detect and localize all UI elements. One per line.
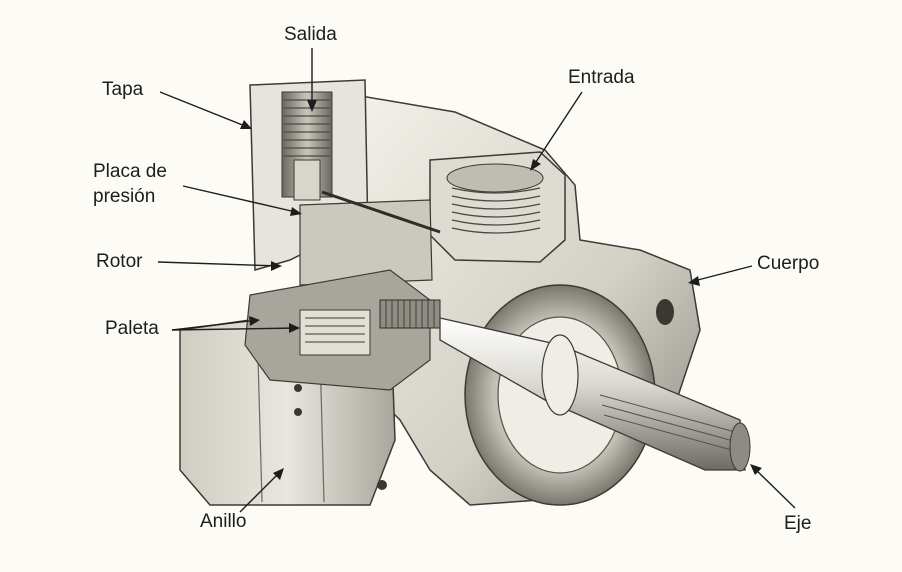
label-inlet: Entrada — [568, 67, 635, 88]
label-outlet: Salida — [284, 24, 337, 45]
leader-paleta-1 — [171, 319, 259, 331]
leader-cuerpo — [689, 265, 753, 283]
label-shaft: Eje — [784, 513, 812, 534]
inlet-port — [429, 151, 566, 263]
label-rotor: Rotor — [96, 251, 143, 272]
drive-shaft — [439, 317, 751, 472]
leader-rotor — [157, 261, 281, 267]
pressure-plate — [299, 190, 441, 286]
leader-paleta-2 — [171, 327, 299, 331]
leader-tapa — [159, 91, 251, 129]
label-cap: Tapa — [102, 79, 144, 100]
label-body: Cuerpo — [757, 253, 820, 274]
leader-eje — [751, 465, 796, 509]
leader-anillo — [239, 469, 283, 513]
label-pressure-plate-line1: Placa de — [93, 161, 167, 182]
label-ring: Anillo — [200, 511, 247, 532]
leader-arrowheads — [240, 100, 762, 480]
leader-placa — [182, 185, 301, 214]
leader-lines — [157, 48, 796, 513]
rotor-assembly — [244, 269, 441, 391]
leader-entrada — [531, 91, 583, 169]
label-pressure-plate-line2: presión — [93, 186, 156, 207]
label-vane: Paleta — [105, 318, 159, 339]
